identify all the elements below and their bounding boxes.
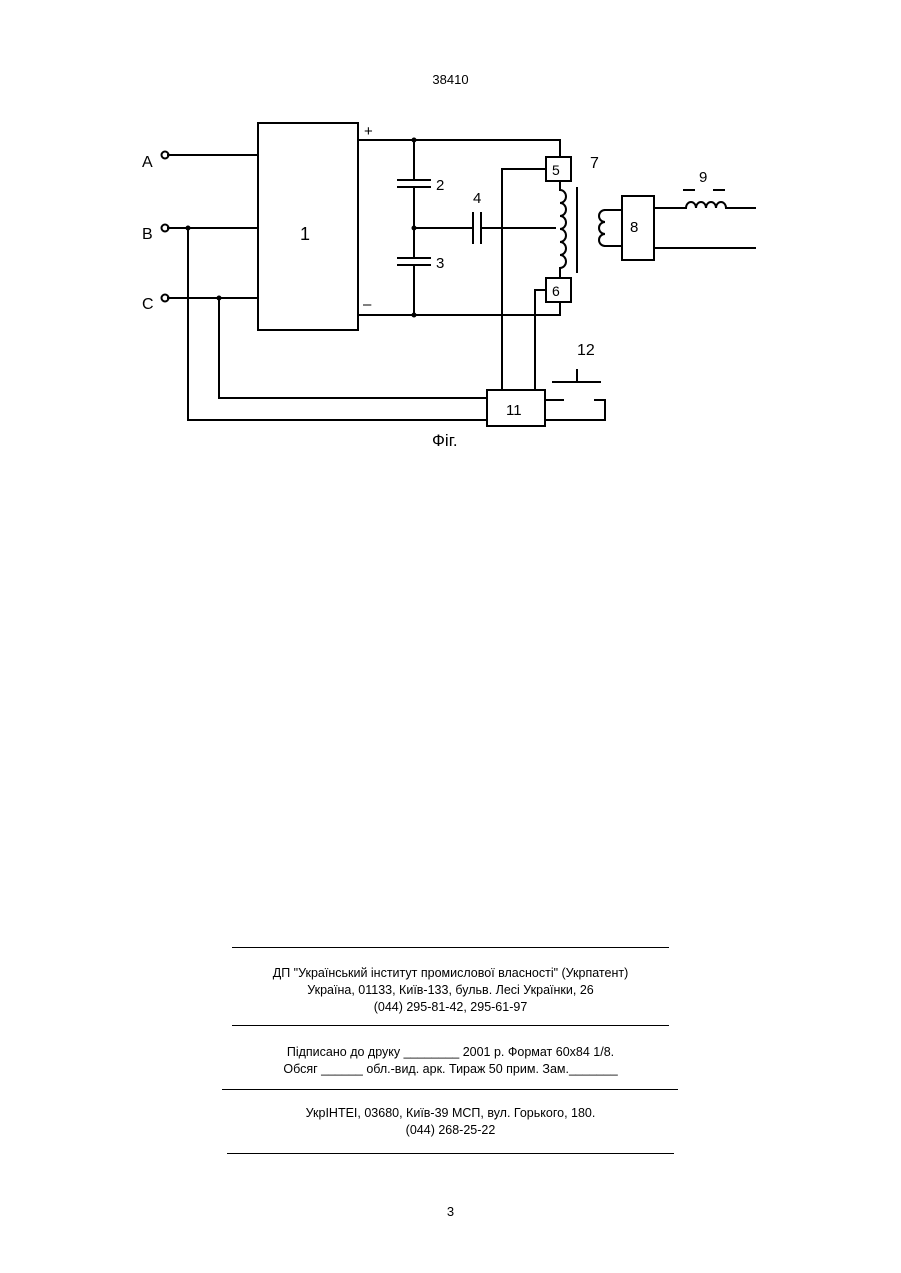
minus-sign: – <box>363 296 372 313</box>
publisher-line: ДП "Український інститут промислової вла… <box>0 965 901 982</box>
terminal-c: C <box>142 295 258 314</box>
svg-text:3: 3 <box>436 255 444 272</box>
svg-text:B: B <box>142 226 153 243</box>
switch-12: 12 <box>545 342 605 420</box>
svg-text:8: 8 <box>630 219 638 236</box>
capacitor-2: 2 <box>398 140 444 258</box>
divider <box>227 1153 674 1154</box>
printer-phone: (044) 268-25-22 <box>0 1122 901 1139</box>
capacitor-4: 4 <box>414 190 555 243</box>
publisher-phone: (044) 295-81-42, 295-61-97 <box>0 999 901 1016</box>
print-signed-line: Підписано до друку ________ 2001 р. Форм… <box>0 1044 901 1061</box>
control-wires <box>186 169 547 420</box>
transformer-7: 7 <box>560 155 622 278</box>
svg-text:2: 2 <box>436 177 444 194</box>
terminal-b: B <box>142 225 258 244</box>
negative-rail <box>358 302 560 318</box>
printer-address: УкрІНТЕІ, 03680, Київ-39 МСП, вул. Горьк… <box>0 1105 901 1122</box>
plus-sign: + <box>364 123 373 140</box>
capacitor-3: 3 <box>398 255 444 315</box>
publisher-block: ДП "Український інститут промислової вла… <box>0 965 901 1016</box>
svg-text:1: 1 <box>300 224 310 244</box>
figure-caption: Фіг. <box>432 431 458 450</box>
block-11: 11 <box>487 390 545 426</box>
svg-text:A: A <box>142 154 153 171</box>
terminal-a: A <box>142 152 258 172</box>
page-number: 3 <box>0 1204 901 1219</box>
svg-text:9: 9 <box>699 169 707 186</box>
publisher-address: Україна, 01133, Київ-133, бульв. Лесі Ук… <box>0 982 901 999</box>
svg-text:6: 6 <box>552 283 560 299</box>
block-5: 5 <box>546 157 571 181</box>
print-info-block: Підписано до друку ________ 2001 р. Форм… <box>0 1044 901 1078</box>
divider <box>232 947 669 948</box>
positive-rail <box>358 138 560 158</box>
svg-text:12: 12 <box>577 342 595 359</box>
divider <box>232 1025 669 1026</box>
svg-text:7: 7 <box>590 155 599 172</box>
svg-text:C: C <box>142 296 154 313</box>
circuit-diagram: A B C 1 + – <box>0 0 901 470</box>
printer-block: УкрІНТЕІ, 03680, Київ-39 МСП, вул. Горьк… <box>0 1105 901 1139</box>
block-1: 1 <box>258 123 358 330</box>
block-8: 8 <box>622 196 654 260</box>
circuit-figure: A B C 1 + – <box>0 0 901 470</box>
svg-text:4: 4 <box>473 190 481 207</box>
divider <box>222 1089 678 1090</box>
print-volume-line: Обсяг ______ обл.-вид. арк. Тираж 50 при… <box>0 1061 901 1078</box>
inductor-9: 9 <box>654 169 755 248</box>
svg-text:5: 5 <box>552 162 560 178</box>
block-6: 6 <box>546 278 571 302</box>
svg-text:11: 11 <box>506 402 522 419</box>
